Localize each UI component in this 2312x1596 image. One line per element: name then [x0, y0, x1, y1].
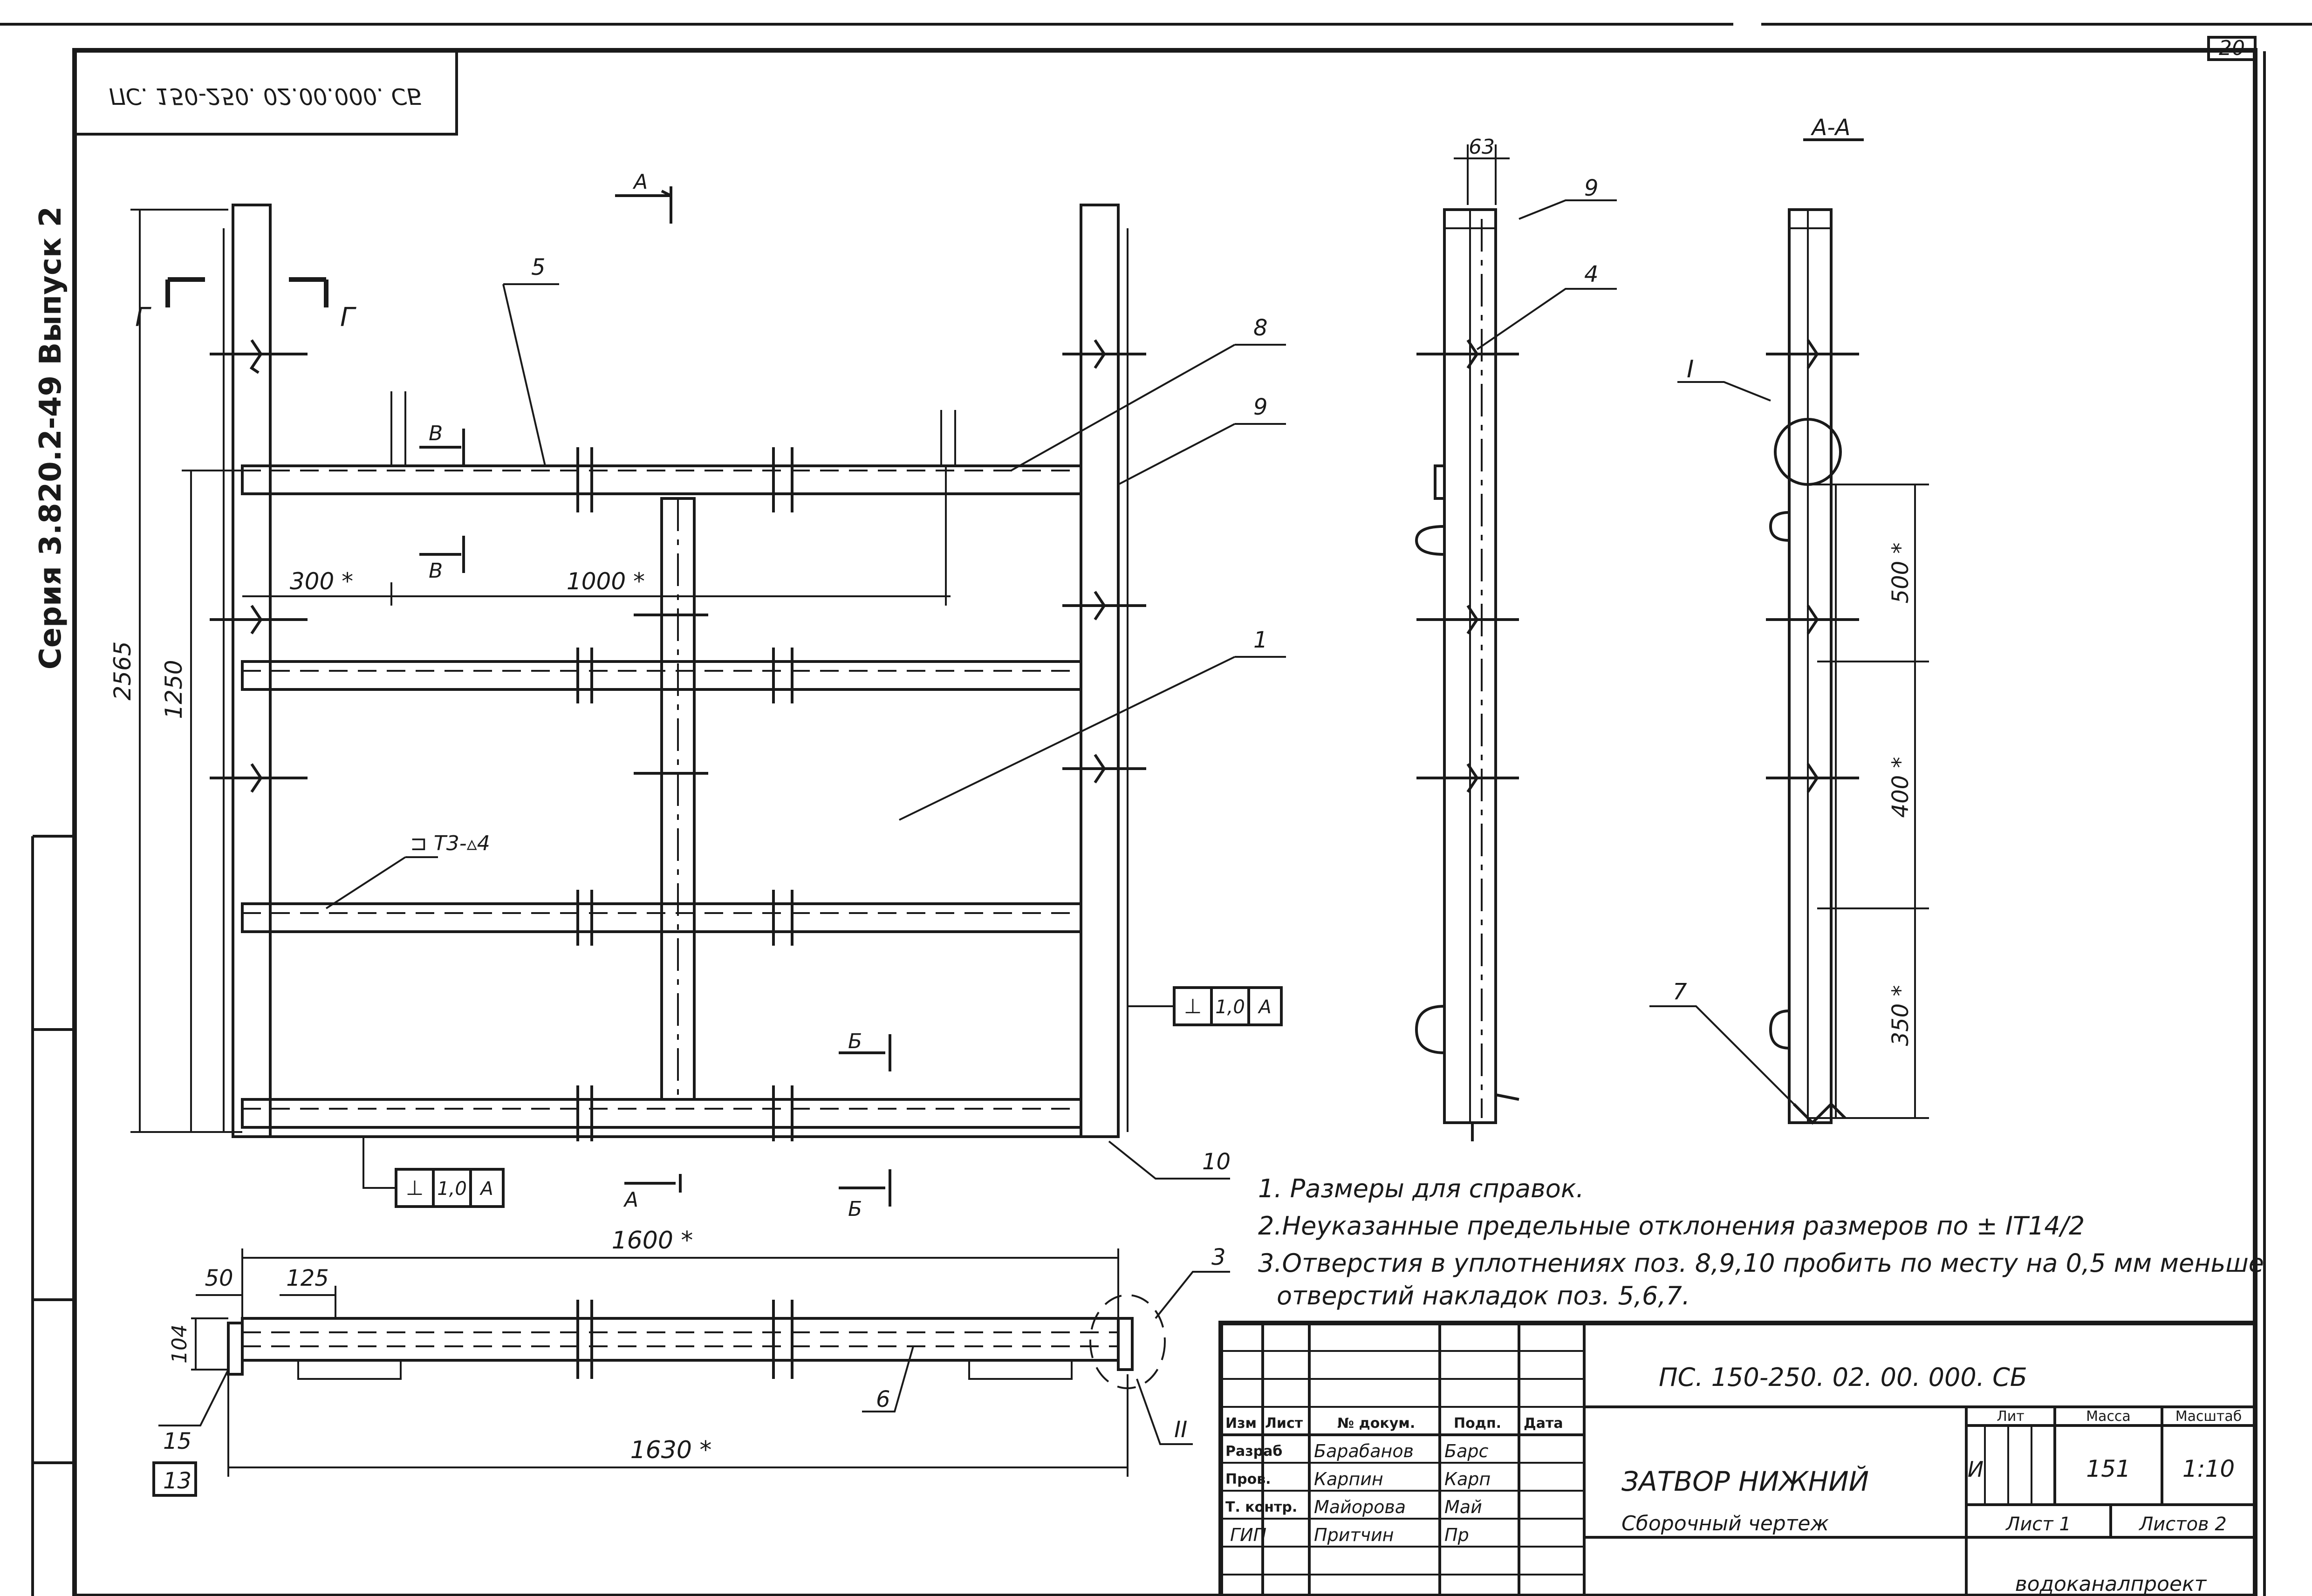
sheet-number: Лист 1: [2005, 1514, 2071, 1535]
svg-text:Барабанов: Барабанов: [1314, 1441, 1414, 1461]
title-block: [1218, 1321, 2257, 1596]
pos-5: 5: [531, 254, 546, 280]
tolerance-frame-bottom: ⊥ 1,0 А: [363, 1137, 505, 1208]
svg-text:Изм: Изм: [1225, 1415, 1257, 1432]
note-2: 2.Неуказанные предельные отклонения разм…: [1258, 1211, 2085, 1241]
lit-value: И: [1968, 1457, 1984, 1482]
pos-6: 6: [876, 1386, 890, 1412]
organization: водоканалпроект: [2015, 1572, 2207, 1596]
svg-text:Барс: Барс: [1444, 1441, 1488, 1461]
dim-50: 50: [205, 1265, 233, 1291]
side-view: [1415, 144, 1617, 1141]
dim-350: 350 *: [1888, 985, 1914, 1046]
svg-text:Пров.: Пров.: [1225, 1471, 1271, 1487]
pos-3: 3: [1211, 1244, 1226, 1270]
svg-text:Масштаб: Масштаб: [2175, 1408, 2242, 1425]
detail-II: II: [1174, 1417, 1187, 1443]
pos-1: 1: [1253, 627, 1268, 653]
svg-text:1,0: 1,0: [1215, 996, 1245, 1018]
pos-10: 10: [1202, 1149, 1231, 1175]
section-b-top: Б: [848, 1030, 862, 1053]
dim-2565: 2565: [109, 641, 136, 700]
front-leaders: [325, 283, 1286, 1180]
svg-text:Лист: Лист: [1265, 1415, 1303, 1432]
pos-7: 7: [1673, 979, 1687, 1005]
section-aa: [1649, 138, 1929, 1125]
svg-text:Подп.: Подп.: [1454, 1415, 1501, 1432]
doc-code: ПС. 150-250. 02. 00. 000. СБ: [1659, 1363, 2027, 1392]
section-g-left: Г: [135, 302, 151, 333]
svg-text:⊥: ⊥: [406, 1176, 424, 1200]
pos-8: 8: [1253, 315, 1268, 341]
section-v-top: В: [429, 422, 443, 445]
svg-text:1,0: 1,0: [437, 1178, 467, 1200]
dim-63: 63: [1469, 135, 1495, 159]
product-name: ЗАТВОР НИЖНИЙ: [1621, 1465, 1869, 1497]
front-dimensions: [130, 209, 951, 1133]
svg-text:Масса: Масса: [2086, 1408, 2131, 1425]
pos-9a: 9: [1253, 394, 1268, 420]
scale-value: 1:10: [2182, 1455, 2235, 1482]
dim-300: 300 *: [290, 568, 353, 595]
section-aa-title: А-А: [1811, 115, 1851, 141]
svg-text:Пр: Пр: [1444, 1525, 1469, 1545]
dim-125: 125: [286, 1265, 329, 1291]
section-a-top: А: [632, 170, 648, 194]
sheet-count: Листов 2: [2138, 1514, 2227, 1535]
svg-text:№ докум.: № докум.: [1337, 1415, 1415, 1432]
pos-15: 15: [163, 1428, 192, 1454]
tolerance-frame-right: ⊥ 1,0 А: [1128, 986, 1283, 1026]
section-a-bottom: А: [623, 1188, 638, 1212]
section-g-right: Г: [340, 302, 356, 333]
dim-400: 400 *: [1888, 757, 1914, 818]
svg-text:Разраб: Разраб: [1225, 1443, 1282, 1460]
dim-1000: 1000 *: [567, 568, 645, 595]
series-label: Серия 3.820.2-49 Выпуск 2: [34, 206, 68, 669]
section-marks-front: А А Б Б В В Г Г: [135, 170, 891, 1221]
section-b-bottom: Б: [848, 1197, 862, 1221]
dim-1250: 1250: [160, 660, 187, 719]
section-v-bottom: В: [429, 559, 443, 583]
dim-500: 500 *: [1888, 543, 1914, 604]
dim-104: 104: [168, 1324, 192, 1364]
dim-1600: 1600 *: [612, 1227, 693, 1255]
detail-I: I: [1687, 355, 1694, 383]
svg-text:А: А: [1257, 996, 1271, 1018]
note-1: 1. Размеры для справок.: [1258, 1174, 1584, 1203]
title-block-signatures: Разраб Барабанов Барс Пров. Карпин Карп …: [1225, 1441, 1491, 1545]
mirrored-code-stamp: ПС. 150-250. 02.00.000. СБ: [73, 49, 458, 136]
sheet-corner-number: 20: [2219, 36, 2245, 60]
dim-1630: 1630 *: [630, 1436, 712, 1464]
svg-text:А: А: [479, 1178, 493, 1200]
pos-9b: 9: [1584, 175, 1599, 201]
drawing-type: Сборочный чертеж: [1621, 1512, 1829, 1535]
svg-text:⊥: ⊥: [1184, 995, 1202, 1018]
technical-notes: 1. Размеры для справок. 2.Неуказанные пр…: [1258, 1174, 2264, 1310]
plan-view: [152, 1248, 1230, 1497]
weld-symbol: ⊐ Т3-▵4: [410, 832, 490, 855]
svg-text:Притчин: Притчин: [1314, 1525, 1394, 1545]
pos-4: 4: [1584, 261, 1599, 287]
pos-13: 13: [163, 1468, 192, 1494]
title-block-headers: Изм Лист № докум. Подп. Дата: [1225, 1415, 1563, 1432]
svg-text:Карпин: Карпин: [1314, 1469, 1383, 1489]
svg-text:Майорова: Майорова: [1314, 1497, 1406, 1517]
svg-text:Карп: Карп: [1444, 1469, 1491, 1489]
svg-text:Лит: Лит: [1997, 1408, 2025, 1425]
mass-value: 151: [2086, 1455, 2130, 1482]
sheet-frame: [0, 23, 2312, 1596]
note-3-cont: отверстий накладок поз. 5,6,7.: [1277, 1281, 1690, 1310]
note-3: 3.Отверстия в уплотнениях поз. 8,9,10 пр…: [1258, 1248, 2264, 1278]
mirrored-code: ПС. 150-250. 02.00.000. СБ: [109, 83, 422, 109]
svg-text:Т. контр.: Т. контр.: [1225, 1499, 1297, 1515]
svg-text:ГИП: ГИП: [1230, 1525, 1266, 1545]
svg-text:Май: Май: [1444, 1497, 1482, 1517]
svg-text:Дата: Дата: [1524, 1415, 1563, 1432]
front-view: [210, 204, 1146, 1141]
